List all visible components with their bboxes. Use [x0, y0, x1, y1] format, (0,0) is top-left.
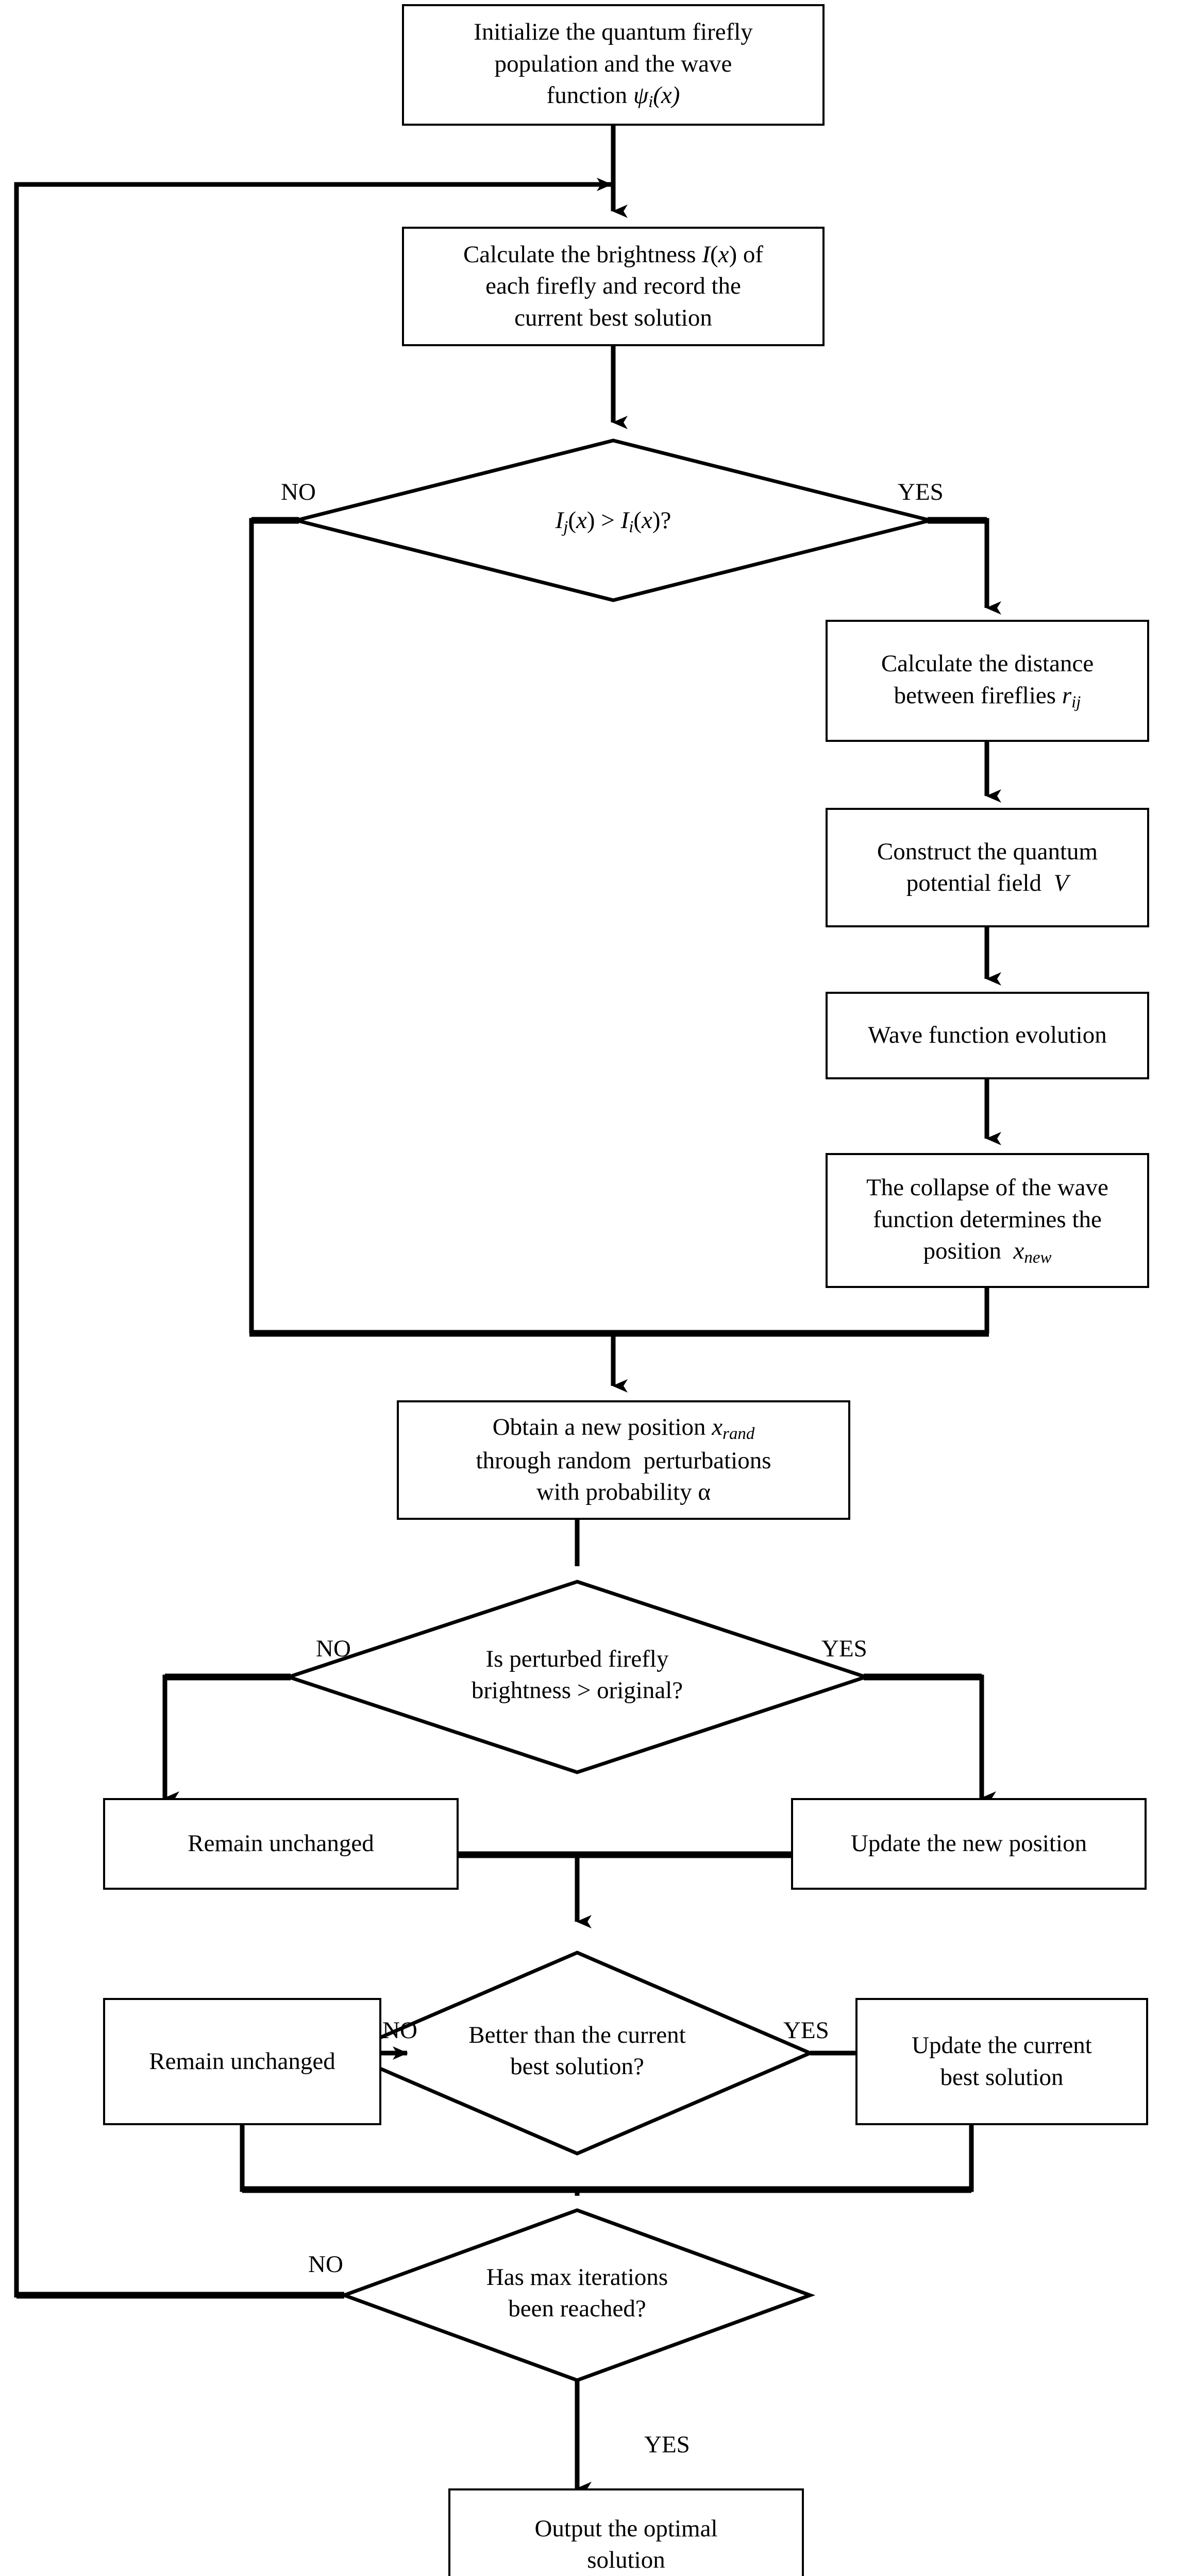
- node-remain-unchanged-1-label: Remain unchanged: [188, 1830, 374, 1857]
- edge-decision-no-left: [249, 518, 296, 1333]
- node-remain-unchanged-1: Remain unchanged: [103, 1798, 459, 1890]
- edge-label-max-iterations-no: NO: [308, 2251, 343, 2278]
- decision-perturbed-shape: [282, 1580, 872, 1774]
- edge-label-perturbed-yes: YES: [821, 1635, 867, 1662]
- edge-decision-yes-to-distance: [930, 518, 1001, 615]
- decision-max-iterations-shape: [339, 2208, 816, 2382]
- node-wave-evolution: Wave function evolution: [826, 992, 1149, 1079]
- node-remain-unchanged-2-label: Remain unchanged: [149, 2047, 335, 2075]
- edge-label-better-yes: YES: [783, 2017, 829, 2044]
- edge-label-max-iterations-yes: YES: [644, 2431, 690, 2458]
- decision-better-shape: [340, 1951, 815, 2156]
- node-update-new-position-label: Update the new position: [850, 1830, 1087, 1857]
- edge-label-better-no: NO: [382, 2017, 417, 2044]
- node-wave-evolution-label: Wave function evolution: [868, 1022, 1107, 1049]
- node-update-new-position: Update the new position: [791, 1798, 1147, 1890]
- edge-perturbed-yes: [866, 1674, 996, 1805]
- edge-perturbed-no: [162, 1674, 289, 1805]
- decision-brightness-shape: [296, 438, 931, 602]
- node-remain-unchanged-2: Remain unchanged: [103, 1998, 381, 2125]
- edge-label-brightness-yes: YES: [898, 479, 944, 505]
- edge-label-brightness-no: NO: [281, 479, 316, 505]
- edge-label-perturbed-no: NO: [316, 1635, 351, 1662]
